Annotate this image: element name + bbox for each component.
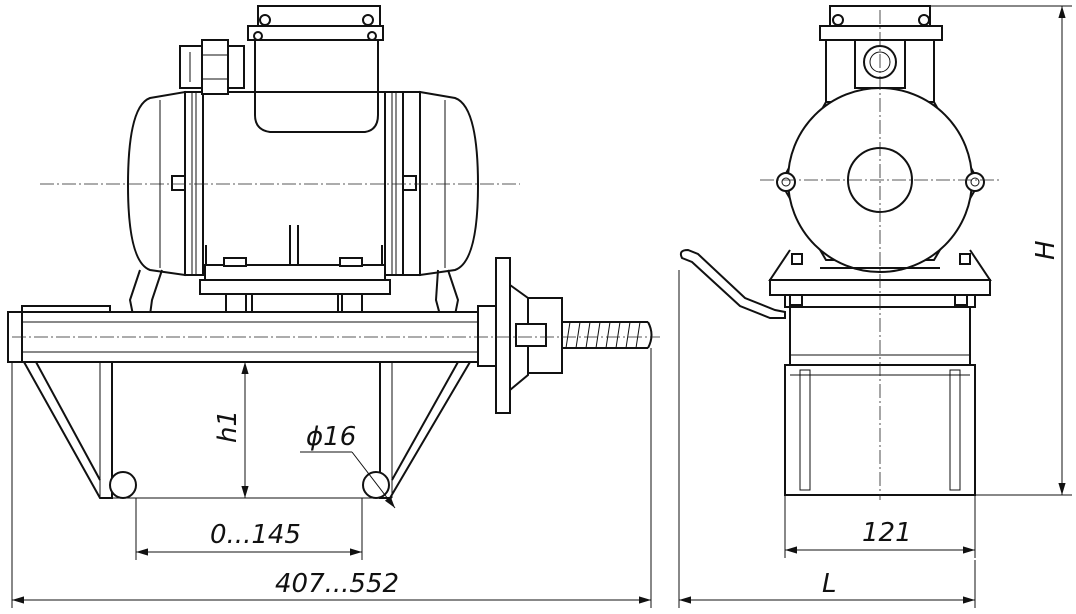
dimension-adjust-range: 0...145: [135, 498, 363, 560]
dimension-height-H: H: [930, 5, 1072, 496]
dim-diameter-label: ϕ16: [306, 422, 356, 452]
handle: [679, 248, 786, 319]
leg-right: [434, 269, 460, 316]
dim-base-width-label: 121: [862, 518, 912, 548]
end-view: 121 L H: [678, 5, 1072, 608]
clamp-brackets: [23, 361, 471, 499]
cable-gland: [179, 39, 245, 95]
dimension-overall-length: 407...552: [11, 348, 652, 608]
terminal-box: [247, 5, 384, 133]
dim-adjust-label: 0...145: [210, 520, 301, 550]
bolt-right: [402, 175, 417, 191]
dim-L-label: L: [822, 569, 837, 599]
leg-left: [128, 269, 163, 316]
end-supports: [768, 249, 992, 308]
dimension-h1: h1: [112, 362, 392, 499]
hole-left: [109, 471, 137, 499]
dimension-base-width: 121: [784, 495, 976, 558]
hole-right: [362, 471, 390, 499]
dimension-length-L: L: [678, 270, 976, 608]
side-view: h1 ϕ16 0...145 407...552: [7, 5, 660, 608]
dim-overall-label: 407...552: [275, 569, 399, 599]
screw-assembly: [477, 257, 653, 414]
dimension-diameter: ϕ16: [300, 422, 396, 509]
dim-H-label: H: [1031, 240, 1061, 260]
motor-flanges: [184, 91, 404, 276]
dim-h1-label: h1: [213, 410, 243, 443]
bolt-left: [171, 175, 186, 191]
